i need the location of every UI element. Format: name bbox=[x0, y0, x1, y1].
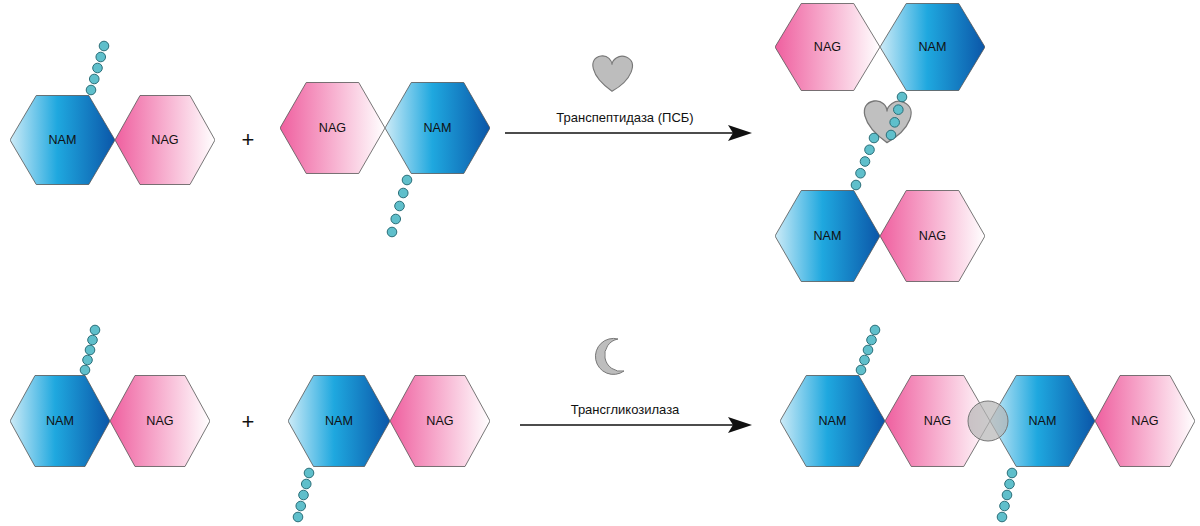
sugar-hexagon: NAM bbox=[780, 375, 885, 467]
amino-acid-bead bbox=[1002, 490, 1012, 500]
amino-acid-bead bbox=[897, 92, 907, 102]
amino-acid-bead bbox=[293, 512, 303, 522]
sugar-name: NAG bbox=[280, 121, 385, 135]
plus-sign: + bbox=[242, 127, 255, 153]
sugar-hexagon: NAG bbox=[880, 190, 985, 282]
sugar-name: NAG bbox=[110, 414, 210, 428]
enzyme-name: Трансгликозилаза bbox=[571, 402, 680, 417]
amino-acid-bead bbox=[886, 130, 896, 140]
sugar-hexagon: NAM bbox=[10, 375, 110, 467]
amino-acid-bead bbox=[402, 175, 412, 185]
sugar-name: NAG bbox=[1095, 414, 1195, 428]
amino-acid-bead bbox=[1000, 501, 1010, 511]
amino-acid-bead bbox=[90, 325, 100, 335]
amino-acid-bead bbox=[856, 365, 866, 375]
amino-acid-bead bbox=[391, 214, 401, 224]
transpeptidase-enzyme bbox=[593, 56, 633, 91]
sugar-hexagon: NAM bbox=[990, 375, 1095, 467]
amino-acid-bead bbox=[860, 157, 870, 167]
amino-acid-bead bbox=[93, 63, 103, 73]
sugar-hexagon: NAG bbox=[1095, 375, 1195, 467]
sugar-hexagon: NAG bbox=[110, 375, 210, 467]
amino-acid-bead bbox=[997, 512, 1007, 522]
amino-acid-bead bbox=[96, 52, 106, 62]
amino-acid-bead bbox=[85, 345, 95, 355]
sugar-name: NAG bbox=[775, 40, 880, 54]
transglycosylase-arrow bbox=[520, 417, 752, 433]
sugar-name: NAG bbox=[880, 229, 985, 243]
amino-acid-bead bbox=[301, 479, 311, 489]
sugar-name: NAM bbox=[990, 414, 1095, 428]
sugar-hexagon: NAM bbox=[880, 3, 985, 91]
amino-acid-bead bbox=[395, 201, 405, 211]
amino-acid-bead bbox=[398, 188, 408, 198]
amino-acid-bead bbox=[86, 85, 96, 95]
sugar-name: NAG bbox=[885, 414, 990, 428]
amino-acid-bead bbox=[870, 325, 880, 335]
sugar-hexagon: NAM bbox=[288, 375, 390, 467]
sugar-name: NAM bbox=[10, 133, 115, 147]
amino-acid-bead bbox=[299, 490, 309, 500]
sugar-hexagon: NAG bbox=[885, 375, 990, 467]
sugar-name: NAM bbox=[10, 414, 110, 428]
sugar-name: NAM bbox=[288, 414, 390, 428]
amino-acid-bead bbox=[890, 118, 900, 128]
bound-transpeptidase bbox=[864, 101, 911, 143]
sugar-name: NAM bbox=[385, 121, 490, 135]
sugar-name: NAM bbox=[880, 40, 985, 54]
amino-acid-bead bbox=[99, 41, 109, 51]
amino-acid-bead bbox=[80, 365, 90, 375]
amino-acid-bead bbox=[863, 345, 873, 355]
sugar-name: NAM bbox=[780, 414, 885, 428]
amino-acid-bead bbox=[860, 355, 870, 365]
sugar-hexagon: NAG bbox=[775, 3, 880, 91]
amino-acid-bead bbox=[1005, 479, 1015, 489]
amino-acid-bead bbox=[1007, 468, 1017, 478]
sugar-hexagon: NAM bbox=[385, 82, 490, 174]
sugar-hexagon: NAM bbox=[775, 190, 880, 282]
amino-acid-bead bbox=[869, 133, 879, 143]
plus-sign: + bbox=[242, 409, 255, 435]
amino-acid-bead bbox=[867, 335, 877, 345]
amino-acid-bead bbox=[851, 180, 861, 190]
sugar-name: NAG bbox=[390, 414, 490, 428]
sugar-hexagon: NAM bbox=[10, 95, 115, 185]
amino-acid-bead bbox=[894, 105, 904, 115]
sugar-hexagon: NAG bbox=[390, 375, 490, 467]
amino-acid-bead bbox=[856, 168, 866, 178]
sugar-name: NAM bbox=[775, 229, 880, 243]
amino-acid-bead bbox=[387, 227, 397, 237]
amino-acid-bead bbox=[296, 501, 306, 511]
amino-acid-bead bbox=[865, 145, 875, 155]
sugar-hexagon: NAG bbox=[280, 82, 385, 174]
sugar-hexagon: NAG bbox=[115, 95, 215, 185]
sugar-name: NAG bbox=[115, 133, 215, 147]
amino-acid-bead bbox=[89, 74, 99, 84]
transglycosylase-enzyme bbox=[595, 338, 624, 374]
amino-acid-bead bbox=[304, 468, 314, 478]
transpeptidase-arrow bbox=[505, 125, 752, 141]
enzyme-name: Транспептидаза (ПСБ) bbox=[556, 110, 693, 125]
amino-acid-bead bbox=[83, 355, 93, 365]
amino-acid-bead bbox=[88, 335, 98, 345]
